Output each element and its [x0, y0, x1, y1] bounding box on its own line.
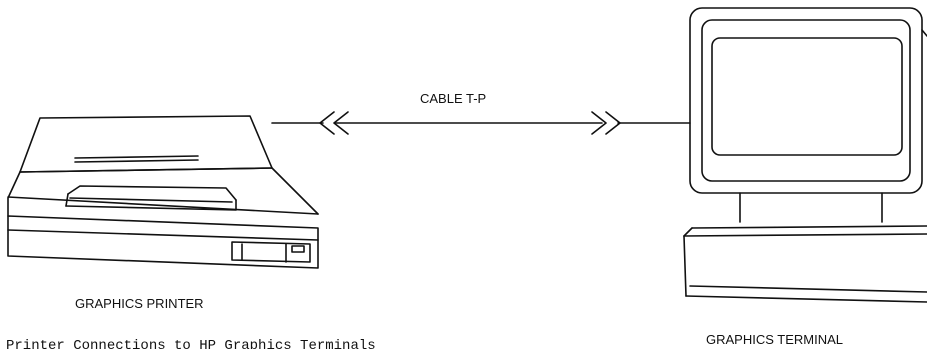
cable-line [271, 111, 691, 135]
terminal-label: GRAPHICS TERMINAL [706, 332, 843, 347]
printer-illustration [7, 115, 319, 269]
printer-label: GRAPHICS PRINTER [75, 296, 204, 311]
cable-label: CABLE T-P [420, 91, 486, 106]
figure-caption: Printer Connections to HP Graphics Termi… [6, 338, 376, 349]
terminal-illustration [683, 7, 927, 303]
